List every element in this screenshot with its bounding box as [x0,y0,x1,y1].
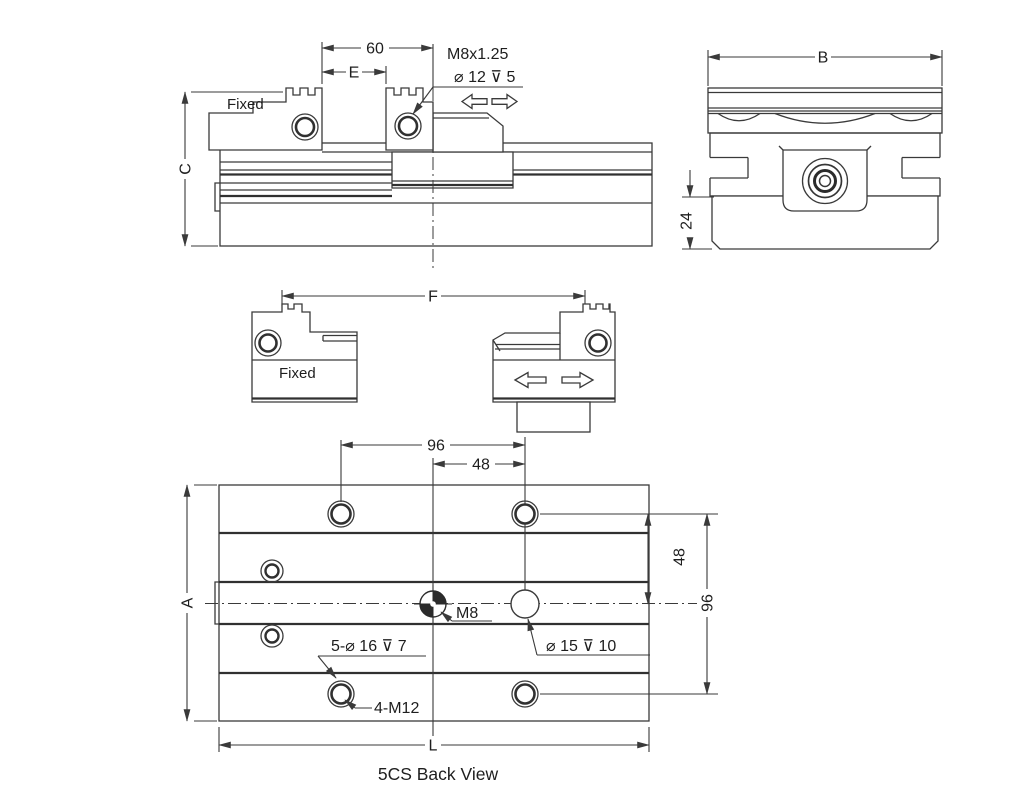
dim-48-right-label: 48 [672,548,689,566]
dim-96-top-label: 96 [427,438,445,455]
movable-jaw-foot [516,401,591,433]
hole15-leader [527,618,538,656]
hole15-label: ⌀ 15 ⊽ 10 [546,638,616,655]
scallop-left [717,112,761,122]
dim-c-label: C [178,163,195,175]
dim-l-label: L [429,738,438,755]
view-caption: 5CS Back View [378,764,499,784]
dim-e-label: E [349,65,360,82]
dim-48-top-label: 48 [472,457,490,474]
open-movable-jaw [492,303,616,403]
dim-60-label: 60 [366,41,384,58]
scallop-right [889,112,933,122]
movement-arrows-icon [513,371,595,389]
movable-jaw-block [432,112,504,153]
m8-label: M8 [456,605,478,622]
open-fixed-jaw [251,303,358,403]
cbore-leader [317,655,337,679]
movable-jaw-screw-hole [394,112,422,140]
end-view-base [711,195,939,250]
end-view: B [679,48,943,250]
counterbore-hole [511,680,539,708]
hole-callout-leader [412,86,434,115]
open-movable-jaw-screw-hole [584,329,612,357]
dowel-hole-15 [510,589,540,619]
open-fixed-jaw-label: Fixed [279,365,316,382]
m8-leader [440,611,453,623]
small-hole [260,559,284,583]
open-fixed-jaw-screw-hole [254,329,282,357]
counterbore-hole [327,500,355,528]
counterbore-hole [511,500,539,528]
m8-center-hole-symbol [414,585,452,623]
counterbore-hole [327,680,355,708]
scallop-middle [774,112,876,124]
fixed-jaw-screw-hole [291,113,319,141]
small-hole [260,624,284,648]
m12-label: 4-M12 [374,700,419,717]
thread-callout-label: M8x1.25 [447,46,508,63]
front-view: 60 E C M8x1.25 ⌀ 12 ⊽ 5 Fixed [176,39,653,268]
dim-b-label: B [818,50,829,67]
movement-arrows-icon [460,93,519,110]
dim-24-label: 24 [679,212,696,230]
hole-callout-label: ⌀ 12 ⊽ 5 [454,69,515,86]
dim-96-right-label: 96 [700,594,717,612]
open-position-view: F Fixed [251,287,616,433]
back-view: M8 ⌀ 15 ⊽ 10 5-⌀ 16 ⊽ 7 4-M12 96 48 48 9… [178,436,718,784]
movable-slide-flange [391,151,514,189]
lead-screw-bearing [801,157,849,205]
fixed-jaw-label: Fixed [227,96,264,113]
m12-leader [344,699,357,711]
dim-a-label: A [180,597,197,608]
dim-f-label: F [428,289,438,306]
bed-left-tab [214,182,220,212]
cbore-label: 5-⌀ 16 ⊽ 7 [331,638,407,655]
